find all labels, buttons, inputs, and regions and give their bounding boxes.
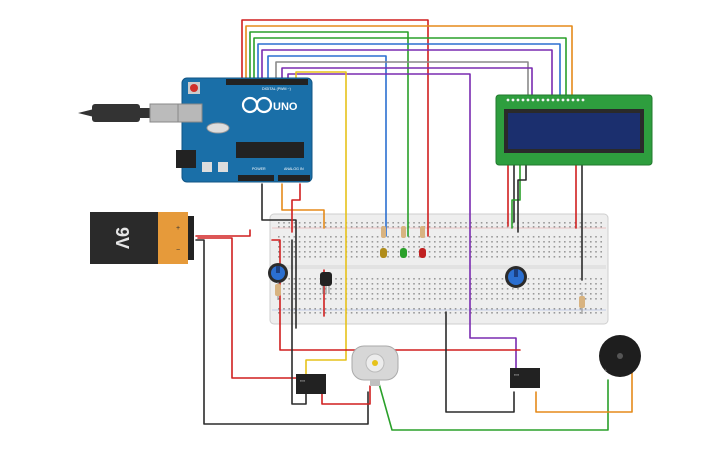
digital-header-label: DIGITAL (PWM ~) — [262, 87, 291, 91]
led-resistors — [381, 226, 425, 238]
resistor-pot — [275, 282, 281, 300]
power-header-label: POWER — [252, 167, 266, 171]
analog-header-label: ANALOG IN — [284, 167, 304, 171]
battery-9v-icon[interactable]: + − 9V — [90, 212, 194, 264]
battery-label: 9V — [112, 227, 132, 249]
svg-text:▪▪▪▪: ▪▪▪▪ — [514, 373, 519, 377]
lcd-16x2-display[interactable] — [495, 94, 653, 166]
transistor[interactable] — [320, 272, 332, 294]
svg-text:+: + — [604, 368, 607, 374]
relay-motor[interactable]: ▪▪▪▪ — [296, 374, 326, 394]
arduino-brand-label: UNO — [273, 101, 298, 113]
svg-text:−: − — [176, 247, 180, 254]
dc-motor-icon[interactable] — [351, 345, 399, 386]
svg-text:+: + — [176, 225, 180, 232]
potentiometer-contrast[interactable] — [505, 266, 527, 288]
reset-button[interactable] — [190, 84, 198, 92]
led-green[interactable] — [400, 248, 407, 258]
svg-text:▪▪▪▪: ▪▪▪▪ — [300, 379, 305, 383]
led-red[interactable] — [419, 248, 426, 258]
arduino-uno-board[interactable]: UNO DIGITAL (PWM ~) POWER ANALOG IN — [175, 77, 313, 183]
potentiometer-left[interactable] — [268, 263, 288, 283]
breadboard[interactable] — [269, 213, 609, 325]
led-yellow[interactable] — [380, 248, 387, 258]
piezo-buzzer-icon[interactable]: + — [599, 335, 641, 377]
wires — [195, 19, 633, 431]
usb-cable-icon[interactable] — [78, 103, 179, 123]
relay-buzzer[interactable]: ▪▪▪▪ — [510, 368, 540, 388]
lcd-header-pins — [506, 98, 585, 102]
resistor-lcd — [579, 292, 585, 314]
